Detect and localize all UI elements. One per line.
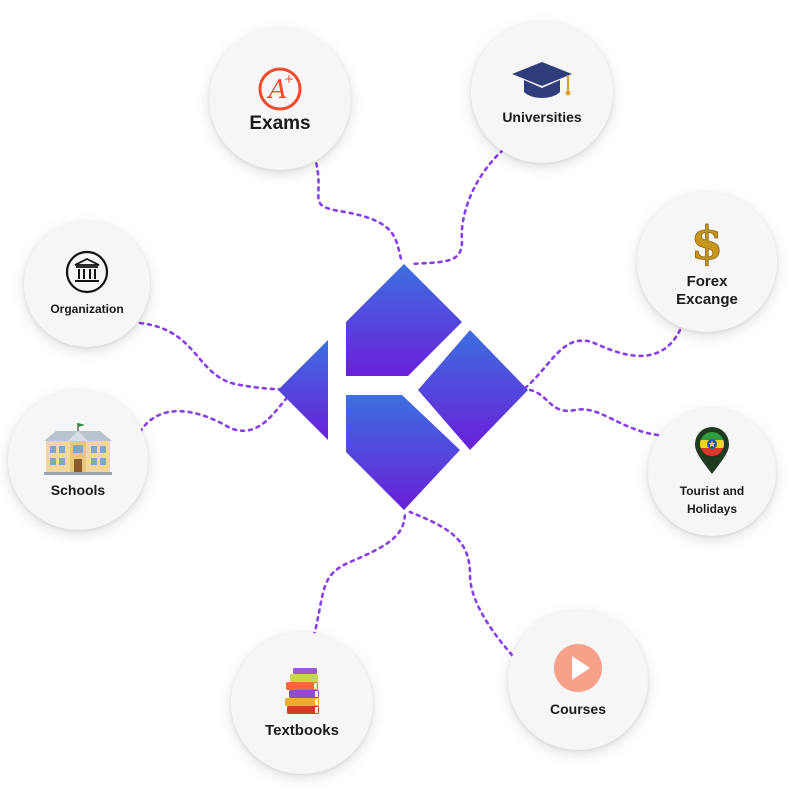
grade-letter: A	[267, 75, 288, 105]
logo-left-wedge	[278, 340, 328, 440]
graduation-cap-icon	[510, 58, 574, 102]
svg-text:$: $	[691, 216, 723, 267]
node-label-courses: Courses	[549, 701, 607, 717]
logo-bottom-piece	[346, 395, 460, 510]
bank-building-icon	[65, 250, 109, 294]
connector-textbooks	[312, 510, 407, 638]
grade-a-plus-icon: A +	[256, 65, 304, 113]
node-label-schools: Schools	[50, 482, 106, 498]
node-label-organization: Organization	[50, 302, 124, 316]
connector-exams	[310, 146, 404, 264]
play-button-icon	[552, 642, 604, 694]
node-courses[interactable]: Courses	[508, 610, 648, 750]
node-label-exams: Exams	[249, 113, 311, 134]
map-pin-flag-icon	[692, 426, 732, 476]
node-label-forex: Forex Excange	[676, 273, 738, 308]
grade-plus: +	[284, 72, 294, 86]
dollar-sign-icon: $	[687, 215, 727, 267]
connector-courses	[408, 510, 514, 657]
center-logo	[278, 264, 528, 510]
logo-right-piece	[418, 330, 528, 450]
node-exams[interactable]: A + Exams	[209, 28, 351, 170]
node-textbooks[interactable]: Textbooks	[231, 632, 373, 774]
node-forex[interactable]: $ Forex Excange	[637, 192, 777, 332]
school-building-icon	[42, 421, 114, 475]
connector-forex	[518, 328, 682, 394]
connector-schools	[138, 390, 294, 434]
node-universities[interactable]: Universities	[471, 21, 613, 163]
node-schools[interactable]: Schools	[8, 390, 148, 530]
book-stack-icon	[279, 666, 325, 716]
node-label-textbooks: Textbooks	[265, 722, 339, 739]
logo-top-piece	[346, 264, 462, 376]
node-tourist[interactable]: Tourist and Holidays	[648, 408, 776, 536]
connector-universities	[408, 148, 505, 266]
connector-tourist	[528, 388, 660, 437]
node-label-universities: Universities	[502, 109, 582, 125]
node-organization[interactable]: Organization	[24, 221, 150, 347]
node-label-tourist: Tourist and Holidays	[679, 484, 745, 516]
